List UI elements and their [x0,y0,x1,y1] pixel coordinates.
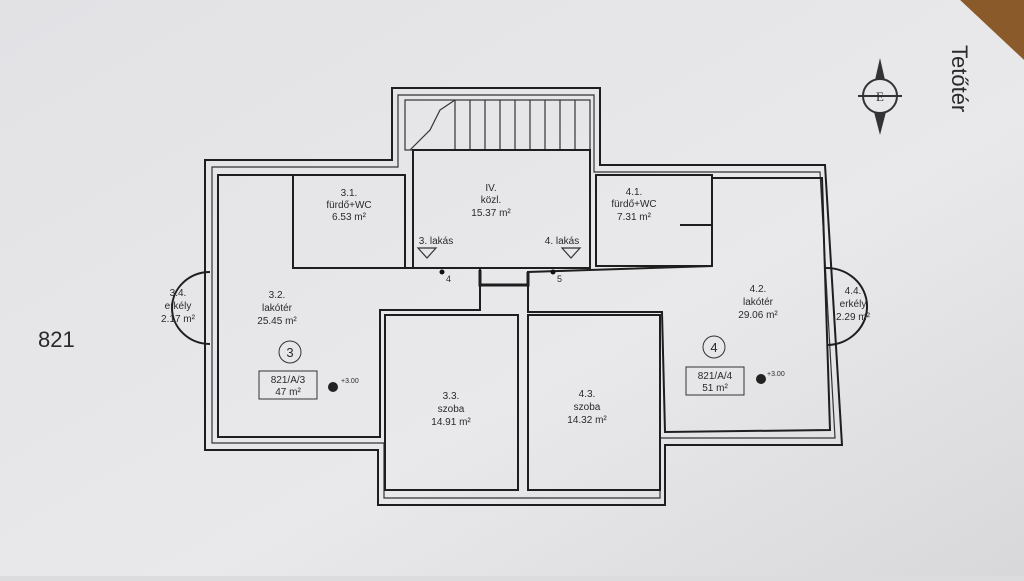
room-3-1 [292,174,406,269]
svg-text:3.4.: 3.4. [170,288,187,299]
room-label-3-2: 3.2. lakótér 25.45 m² [257,290,297,327]
svg-text:29.06 m²: 29.06 m² [738,310,778,321]
room-label-3-3: 3.3. szoba 14.91 m² [431,391,471,428]
svg-text:14.32 m²: 14.32 m² [567,415,607,426]
svg-text:2.17 m²: 2.17 m² [161,314,196,325]
svg-text:3.3.: 3.3. [443,391,460,402]
room-label-iv: IV. közl. 15.37 m² [471,183,511,219]
svg-text:5: 5 [557,274,562,284]
svg-text:4. lakás: 4. lakás [545,236,579,247]
svg-text:3.2.: 3.2. [269,290,286,301]
svg-text:3. lakás: 3. lakás [419,236,453,247]
floor-title: Tetőtér [947,45,972,112]
room-iv [412,149,591,269]
svg-text:3.1.: 3.1. [341,188,358,199]
svg-text:IV.: IV. [485,183,496,194]
svg-text:3: 3 [286,345,293,360]
svg-text:fürdő+WC: fürdő+WC [611,199,656,210]
entrance-marker-3 [416,247,438,259]
compass-icon: E [858,58,902,135]
svg-text:25.45 m²: 25.45 m² [257,316,297,327]
svg-text:lakótér: lakótér [743,297,774,308]
svg-text:2.29 m²: 2.29 m² [836,312,871,323]
svg-text:+3.00: +3.00 [341,378,359,385]
interior-walls [171,149,869,491]
svg-text:4: 4 [446,274,451,284]
svg-text:erkély: erkély [165,301,192,312]
svg-text:szoba: szoba [574,402,601,413]
svg-text:erkély: erkély [840,299,867,310]
room-label-4-2: 4.2. lakótér 29.06 m² [738,284,778,321]
svg-text:lakótér: lakótér [262,303,293,314]
svg-text:4.3.: 4.3. [579,389,596,400]
svg-text:4.1.: 4.1. [626,187,643,198]
svg-text:821/A/3: 821/A/3 [271,375,306,386]
svg-text:+3.00: +3.00 [767,371,785,378]
svg-text:47 m²: 47 m² [275,387,301,398]
svg-text:4.2.: 4.2. [750,284,767,295]
svg-text:51 m²: 51 m² [702,383,728,394]
svg-text:fürdő+WC: fürdő+WC [326,200,371,211]
svg-text:szoba: szoba [438,404,465,415]
svg-text:7.31 m²: 7.31 m² [617,212,652,223]
svg-text:E: E [876,89,884,104]
unit-4-info: 4. lakás 5 4 821/A/4 51 m² +3.00 [545,236,785,396]
balcony-4-4 [824,266,869,346]
room-label-4-4: 4.4. erkély 2.29 m² [836,286,871,323]
svg-text:6.53 m²: 6.53 m² [332,212,367,223]
svg-text:4: 4 [710,340,717,355]
sheet-number: 821 [38,327,75,352]
svg-text:821/A/4: 821/A/4 [698,371,733,382]
svg-text:15.37 m²: 15.37 m² [471,208,511,219]
room-label-4-1: 4.1. fürdő+WC 7.31 m² [611,187,656,223]
room-label-4-3: 4.3. szoba 14.32 m² [567,389,607,426]
svg-text:14.91 m²: 14.91 m² [431,417,471,428]
room-4-3 [527,314,661,491]
entrance-marker-4 [560,247,582,259]
room-3-3 [384,314,519,491]
room-label-3-1: 3.1. fürdő+WC 6.53 m² [326,188,371,223]
svg-text:közl.: közl. [481,195,502,206]
room-label-3-4: 3.4. erkély 2.17 m² [161,288,196,325]
balcony-3-4 [171,271,211,345]
svg-text:4.4.: 4.4. [845,286,862,297]
unit-3-info: 3. lakás 4 3 821/A/3 47 m² +3.00 [258,236,453,400]
